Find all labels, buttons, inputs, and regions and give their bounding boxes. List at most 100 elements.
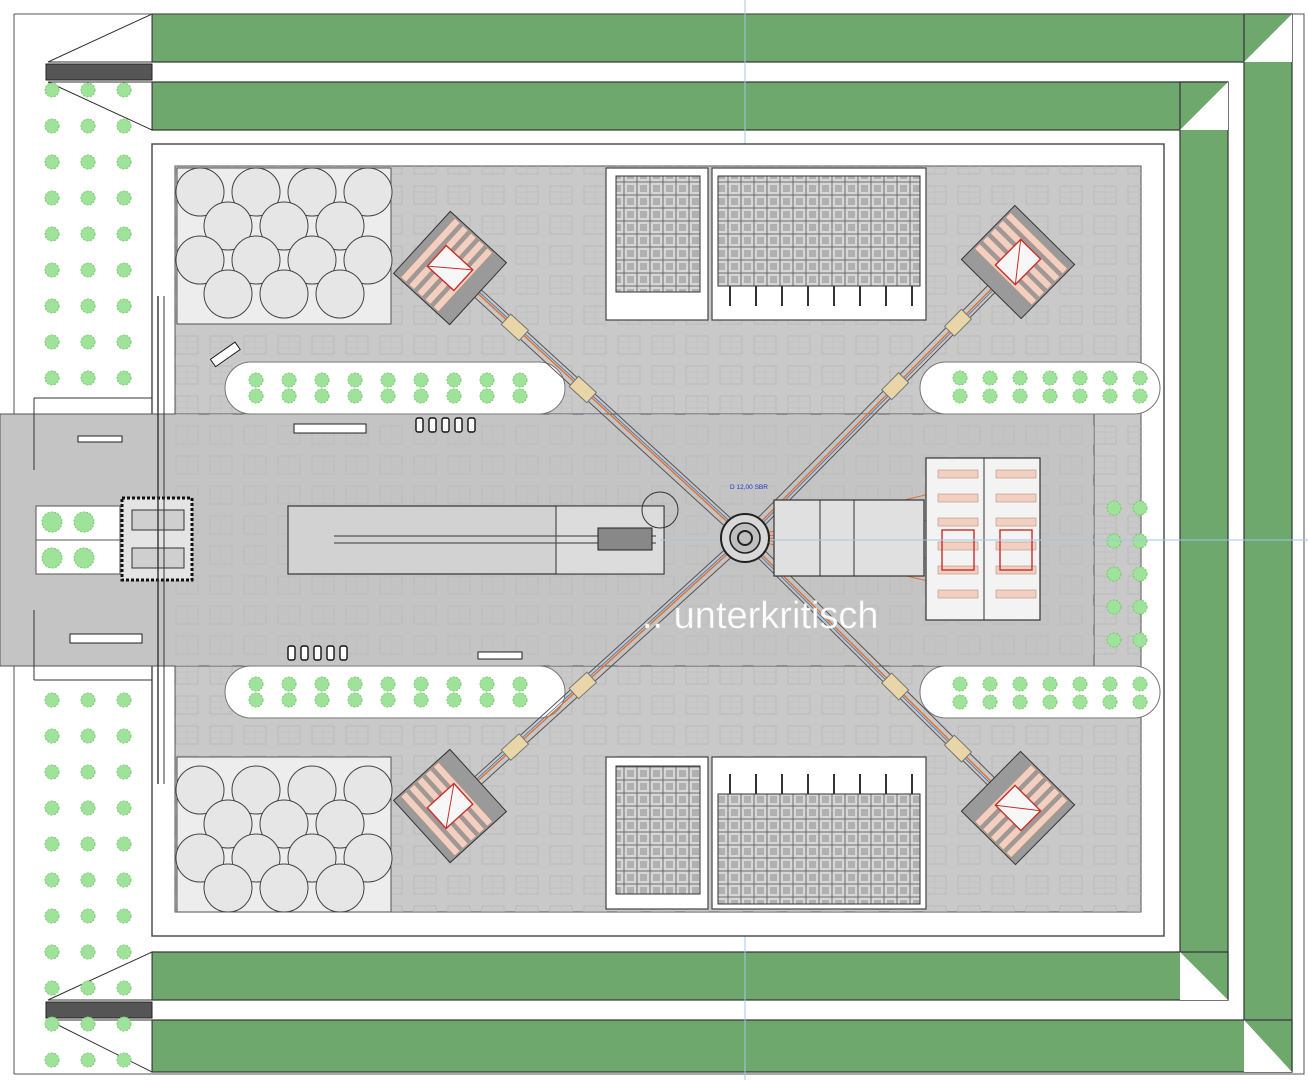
tree (116, 728, 132, 744)
tree (248, 692, 264, 708)
tree (80, 154, 96, 170)
tree (446, 692, 462, 708)
conduit-blue (451, 266, 747, 537)
tree (413, 388, 429, 404)
tree (1106, 632, 1122, 648)
tree (314, 388, 330, 404)
planter-bottom-left (224, 665, 566, 719)
planter-top-right (919, 361, 1161, 415)
conduit-edge (741, 258, 1015, 535)
tree (116, 1052, 132, 1068)
gate-trees (41, 511, 95, 569)
rack-posts (729, 286, 913, 794)
tree (1042, 388, 1058, 404)
truck (69, 633, 143, 644)
storage-tank (175, 167, 225, 217)
tree (73, 511, 95, 533)
tree (248, 388, 264, 404)
tree (1132, 599, 1148, 615)
rack-bottom-small (615, 765, 701, 895)
storage-tank (203, 863, 253, 913)
bunker-slab (1005, 795, 1068, 858)
storage-tank (343, 765, 393, 815)
rack-top-small (615, 175, 701, 293)
bus (477, 651, 523, 660)
tree (380, 372, 396, 388)
tree (1106, 566, 1122, 582)
tree (281, 692, 297, 708)
tree (44, 944, 60, 960)
tree (1012, 370, 1028, 386)
tree (314, 372, 330, 388)
tree (1106, 599, 1122, 615)
storage-tank (287, 235, 337, 285)
storage-tank (259, 799, 309, 849)
turbine-units (937, 469, 1037, 599)
stairs-bottom (45, 1001, 153, 1019)
storage-tank (231, 235, 281, 285)
tree (44, 728, 60, 744)
storage-tank (343, 235, 393, 285)
storage-tank (259, 269, 309, 319)
tree (479, 676, 495, 692)
storage-tank (175, 235, 225, 285)
tree (982, 676, 998, 692)
tree (116, 118, 132, 134)
bunker-cell-cross (427, 265, 473, 271)
tree (1072, 676, 1088, 692)
bunker-cell-cross (445, 783, 455, 829)
bunker-slab (400, 217, 461, 283)
embankment-right-outer (1243, 13, 1293, 1073)
car (339, 645, 348, 661)
tree (479, 372, 495, 388)
tree (1132, 500, 1148, 516)
storage-tank (287, 167, 337, 217)
tree (1042, 676, 1058, 692)
stairs-top (45, 63, 153, 81)
tree (1072, 694, 1088, 710)
tree (116, 872, 132, 888)
corner-bottom-right-inner (1180, 952, 1228, 1000)
storage-tank (315, 269, 365, 319)
tree (1072, 370, 1088, 386)
ramp-bottom-outer (47, 951, 153, 1001)
bunker (960, 204, 1076, 320)
tree (80, 944, 96, 960)
tree (952, 676, 968, 692)
storage-tank (315, 201, 365, 251)
conduit-sleeve (881, 372, 910, 401)
transfer-hall-frame (819, 499, 855, 577)
tree (446, 372, 462, 388)
watermark-text: .. unterkritisch (642, 595, 879, 637)
conduit-orange (744, 261, 1019, 539)
tree (116, 82, 132, 98)
embankment-top-outer (151, 13, 1293, 63)
corner-top-right-outer (1244, 14, 1292, 62)
tree (1132, 388, 1148, 404)
tree (1106, 533, 1122, 549)
tree (952, 694, 968, 710)
storage-halls (605, 167, 927, 910)
tree (413, 692, 429, 708)
tree (80, 262, 96, 278)
tree (80, 800, 96, 816)
tree (347, 676, 363, 692)
conduit-edge (453, 263, 749, 535)
storage-tank (287, 765, 337, 815)
tree (446, 676, 462, 692)
tree (446, 388, 462, 404)
tree (347, 692, 363, 708)
tree (1102, 370, 1118, 386)
tree (413, 372, 429, 388)
tree (1102, 676, 1118, 692)
turbine-slab (937, 493, 979, 503)
tree (80, 82, 96, 98)
tree (116, 1016, 132, 1032)
conduit-sleeve (568, 671, 598, 700)
conduit-orange (744, 537, 1019, 809)
storage-tank (259, 863, 309, 913)
turntable (641, 491, 679, 529)
tree (80, 118, 96, 134)
conduit-sleeve (500, 313, 530, 342)
tree-rows-right (1106, 500, 1148, 648)
